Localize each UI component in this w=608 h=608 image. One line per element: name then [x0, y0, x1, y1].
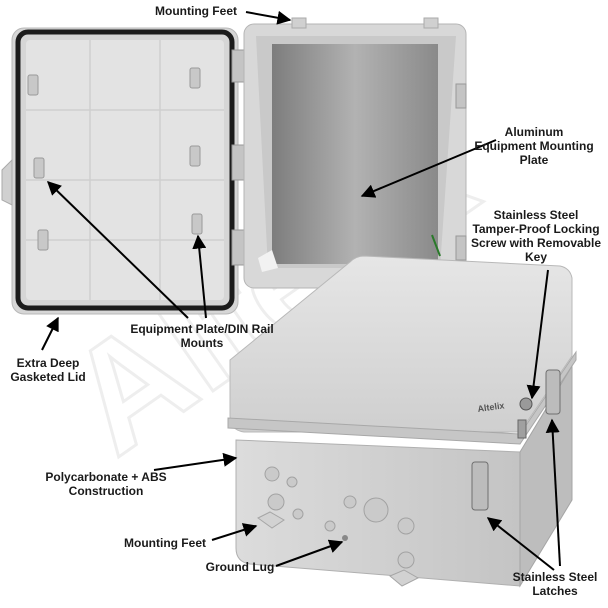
ground-lug — [342, 535, 348, 541]
label-construction: Polycarbonate + ABS Construction — [45, 470, 167, 498]
callout-arrows — [41, 10, 561, 571]
label-ground-lug: Ground Lug — [205, 560, 275, 574]
label-locking-screw: Stainless Steel Tamper-Proof Locking Scr… — [470, 208, 602, 264]
label-latches: Stainless Steel Latches — [512, 570, 598, 598]
locking-screw — [519, 397, 533, 411]
label-gasketed-lid: Extra Deep Gasketed Lid — [10, 356, 86, 384]
label-din-rail-mounts: Equipment Plate/DIN Rail Mounts — [130, 322, 274, 350]
open-lid — [1, 27, 245, 315]
open-enclosure-body — [243, 17, 467, 289]
label-mounting-feet-top: Mounting Feet — [155, 4, 237, 18]
label-aluminum-plate: Aluminum Equipment Mounting Plate — [474, 125, 594, 167]
stainless-latches — [471, 369, 561, 511]
lid-logo: Altelix — [477, 400, 505, 414]
closed-enclosure: Altelix — [227, 255, 577, 588]
knockout-holes — [264, 466, 415, 569]
aluminum-plate — [272, 44, 438, 264]
din-rail-mounts — [27, 67, 203, 251]
label-mounting-feet-bottom: Mounting Feet — [124, 536, 206, 550]
